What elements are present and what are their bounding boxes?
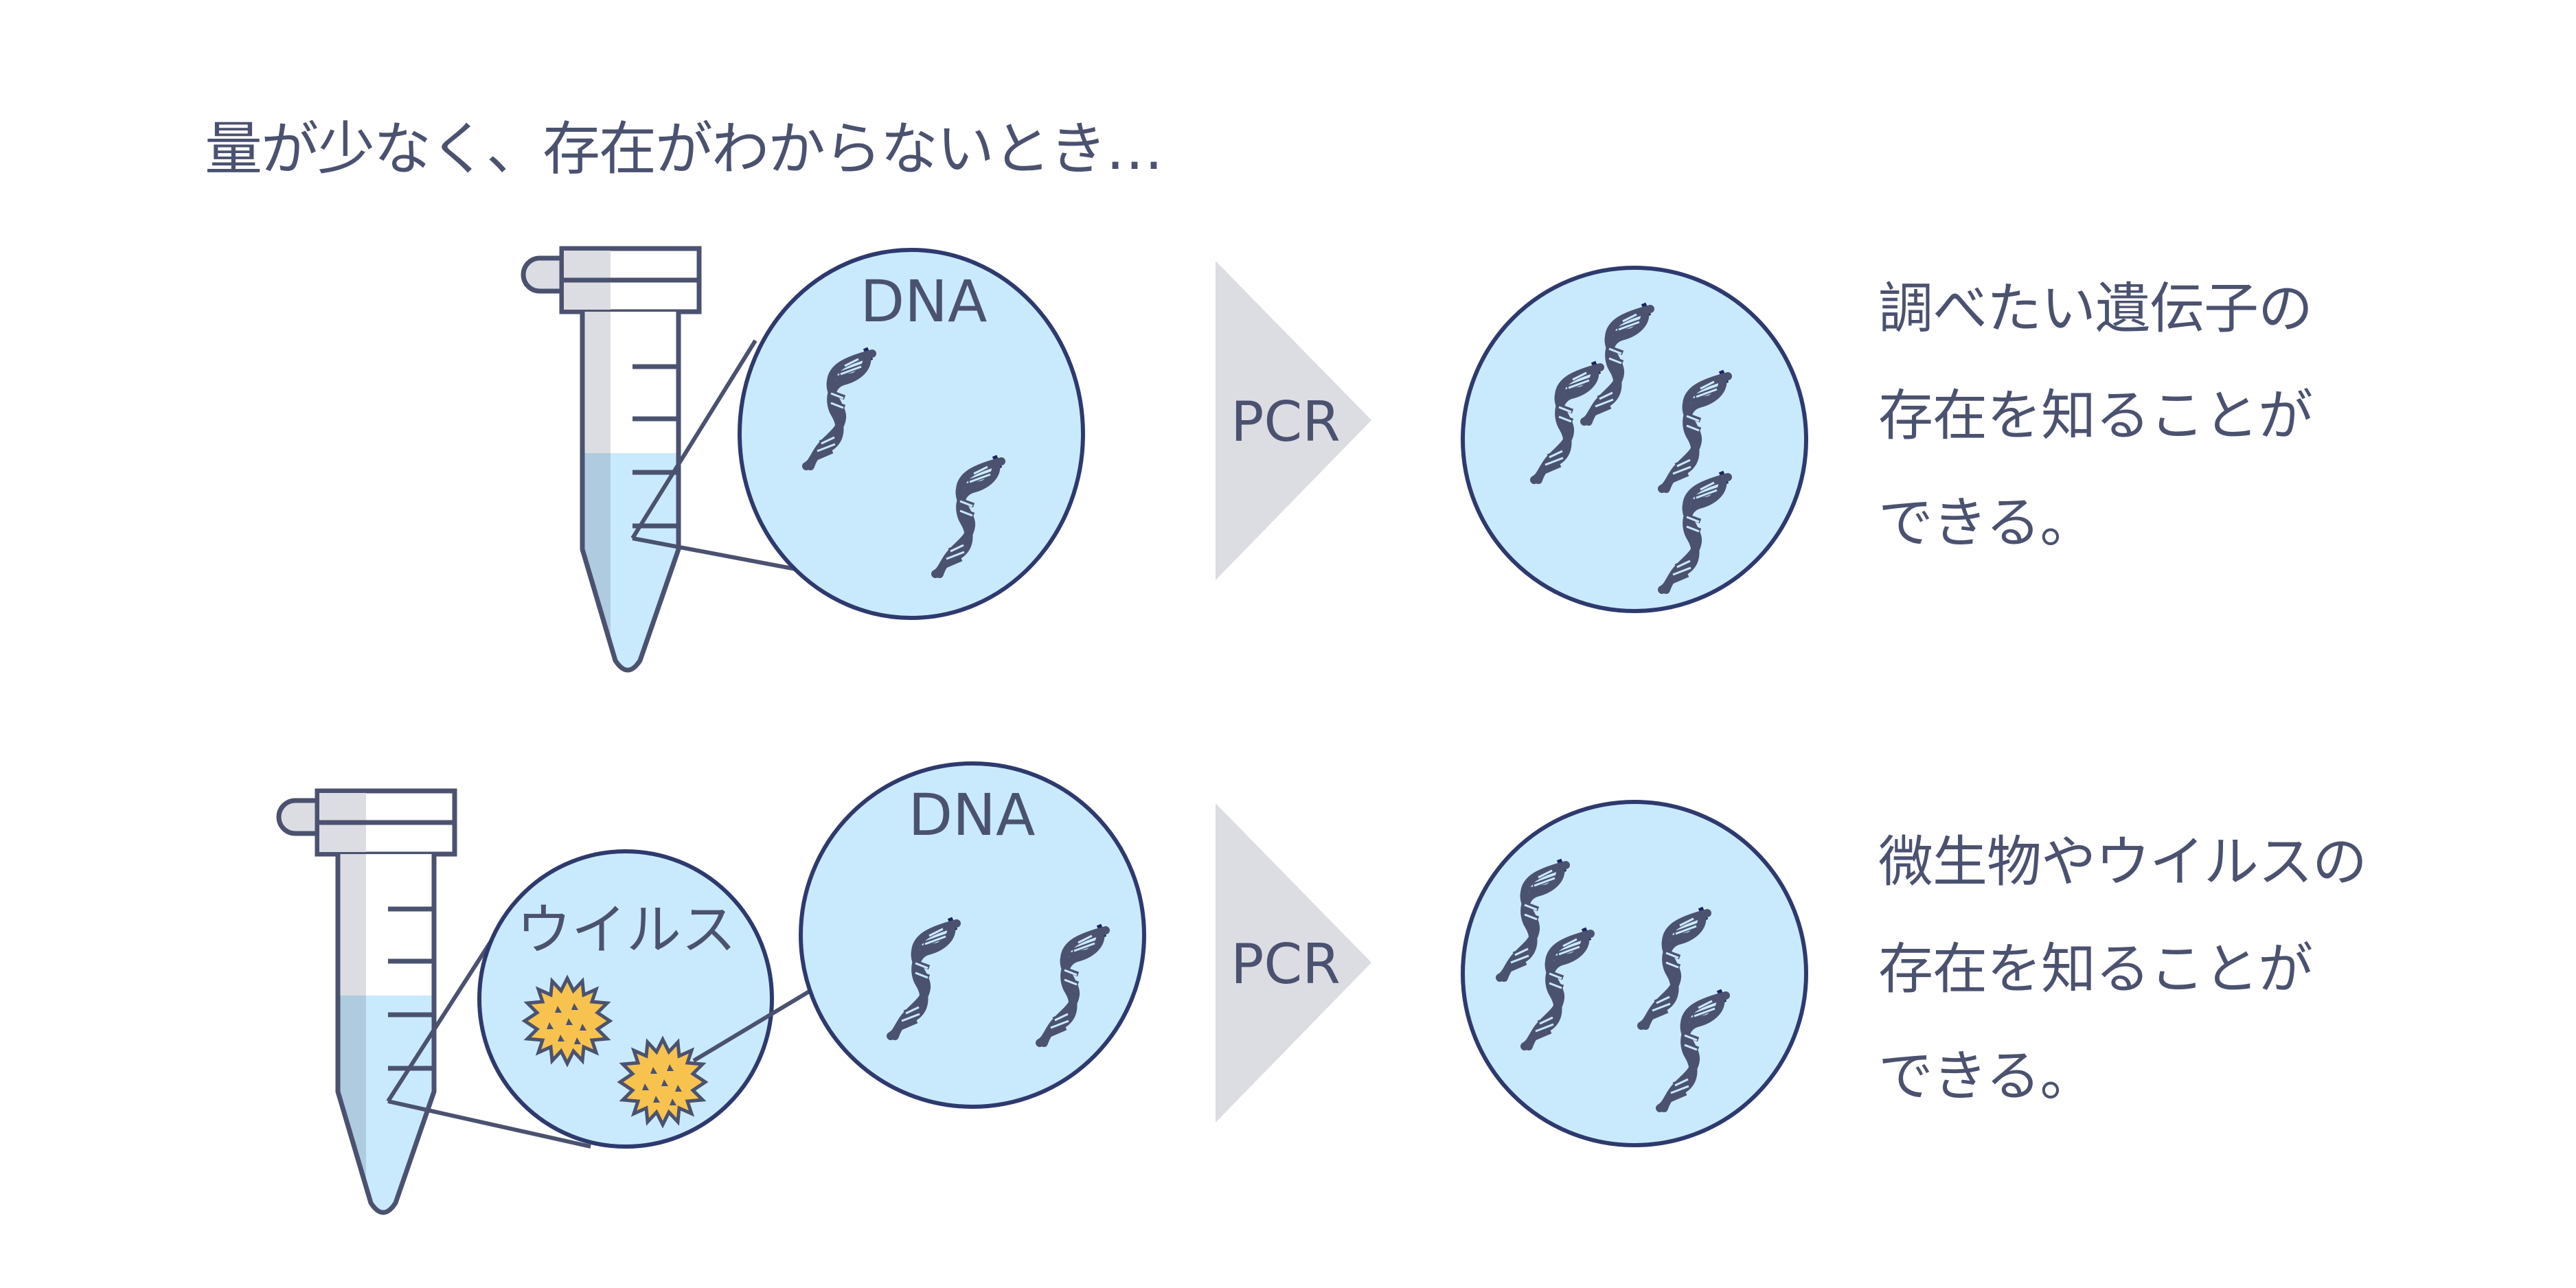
dna-sample-circle bbox=[738, 248, 1085, 620]
result-line: できる。 bbox=[1878, 1044, 2095, 1108]
test-tube-icon bbox=[521, 246, 702, 673]
zoom-line bbox=[387, 1099, 591, 1149]
dna-label: DNA bbox=[909, 781, 1036, 849]
dna-label: DNA bbox=[860, 268, 988, 335]
result-line: できる。 bbox=[1878, 491, 2095, 555]
result-line: 存在を知ることが bbox=[1878, 937, 2313, 1001]
virus-icon bbox=[525, 978, 610, 1063]
zoom-line bbox=[386, 932, 498, 1103]
result-line: 存在を知ることが bbox=[1878, 384, 2313, 448]
process-label: PCR bbox=[1231, 390, 1341, 454]
result-line: 微生物やウイルスの bbox=[1878, 830, 2367, 894]
row-2: ウイルス DNA PCR bbox=[276, 761, 1808, 1215]
row-1: DNA PCR bbox=[521, 246, 1808, 673]
result-line: 調べたい遺伝子の bbox=[1878, 277, 2313, 341]
arrow-icon bbox=[1216, 803, 1371, 1123]
virus-sample-circle bbox=[477, 849, 774, 1149]
amplified-dna-circle bbox=[1461, 266, 1808, 613]
amplified-dna-circle bbox=[1461, 800, 1808, 1147]
arrow-icon bbox=[1216, 261, 1371, 580]
result-text-1: 調べたい遺伝子の 存在を知ることが できる。 bbox=[1878, 255, 2313, 577]
test-tube-icon bbox=[276, 788, 457, 1215]
process-label: PCR bbox=[1231, 932, 1341, 996]
result-text-2: 微生物やウイルスの 存在を知ることが できる。 bbox=[1878, 809, 2367, 1130]
page-title: 量が少なく、存在がわからないとき… bbox=[205, 115, 1163, 183]
zoom-line bbox=[630, 339, 757, 540]
virus-label: ウイルス bbox=[516, 898, 736, 962]
virus-icon bbox=[620, 1039, 705, 1125]
